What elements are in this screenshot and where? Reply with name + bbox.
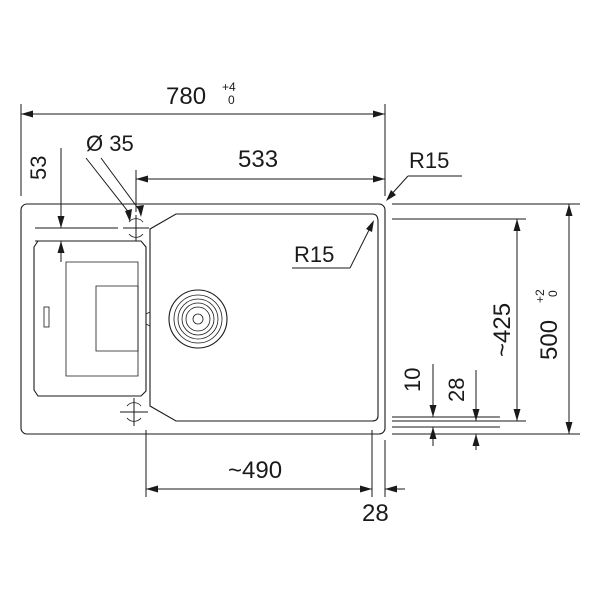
dimension-bowl-bottom-width: ~490 bbox=[145, 430, 373, 497]
bowl-depth-value: ~425 bbox=[489, 303, 516, 357]
offset-28-horizontal-value: 28 bbox=[362, 500, 389, 527]
tap-hole-mark-top bbox=[123, 215, 149, 241]
offset-top-value: 53 bbox=[26, 156, 51, 180]
overall-depth-value: 500 bbox=[536, 320, 563, 360]
dimension-radius-outer: R15 bbox=[386, 148, 462, 201]
sink-outline bbox=[20, 203, 386, 435]
overall-depth-tol-upper: +2 bbox=[533, 289, 547, 303]
offset-28-vertical-value: 28 bbox=[444, 378, 469, 402]
radius-outer-value: R15 bbox=[409, 148, 449, 173]
dimension-bowl-depth: ~425 bbox=[392, 218, 526, 422]
dimension-radius-bowl: R15 bbox=[292, 220, 374, 269]
radius-bowl-value: R15 bbox=[294, 242, 334, 267]
dimension-offset-28-horizontal: 28 bbox=[352, 440, 405, 527]
dimension-offset-28-vertical: 28 bbox=[444, 370, 480, 450]
overall-width-value: 780 bbox=[166, 83, 206, 110]
dimension-offset-top: 53 bbox=[26, 148, 118, 262]
dimension-bowl-width: 533 bbox=[135, 146, 385, 212]
bowl-width-value: 533 bbox=[238, 146, 278, 173]
waste-outlet bbox=[168, 289, 228, 349]
overall-width-tol-lower: 0 bbox=[228, 93, 235, 107]
overall-width-tol-upper: +4 bbox=[222, 80, 236, 94]
overall-depth-tol-lower: 0 bbox=[546, 290, 560, 297]
dimension-hole-diameter: Ø 35 bbox=[85, 131, 144, 222]
tap-hole-mark-bottom bbox=[120, 398, 148, 426]
bowl-bottom-width-value: ~490 bbox=[228, 457, 282, 484]
dimension-overall-depth: 500 +2 0 bbox=[392, 203, 580, 435]
dimension-overall-width: 780 +4 0 bbox=[20, 80, 386, 196]
hole-diameter-value: Ø 35 bbox=[86, 131, 134, 156]
offset-10-value: 10 bbox=[400, 368, 425, 392]
dimension-offset-10: 10 bbox=[392, 364, 500, 446]
